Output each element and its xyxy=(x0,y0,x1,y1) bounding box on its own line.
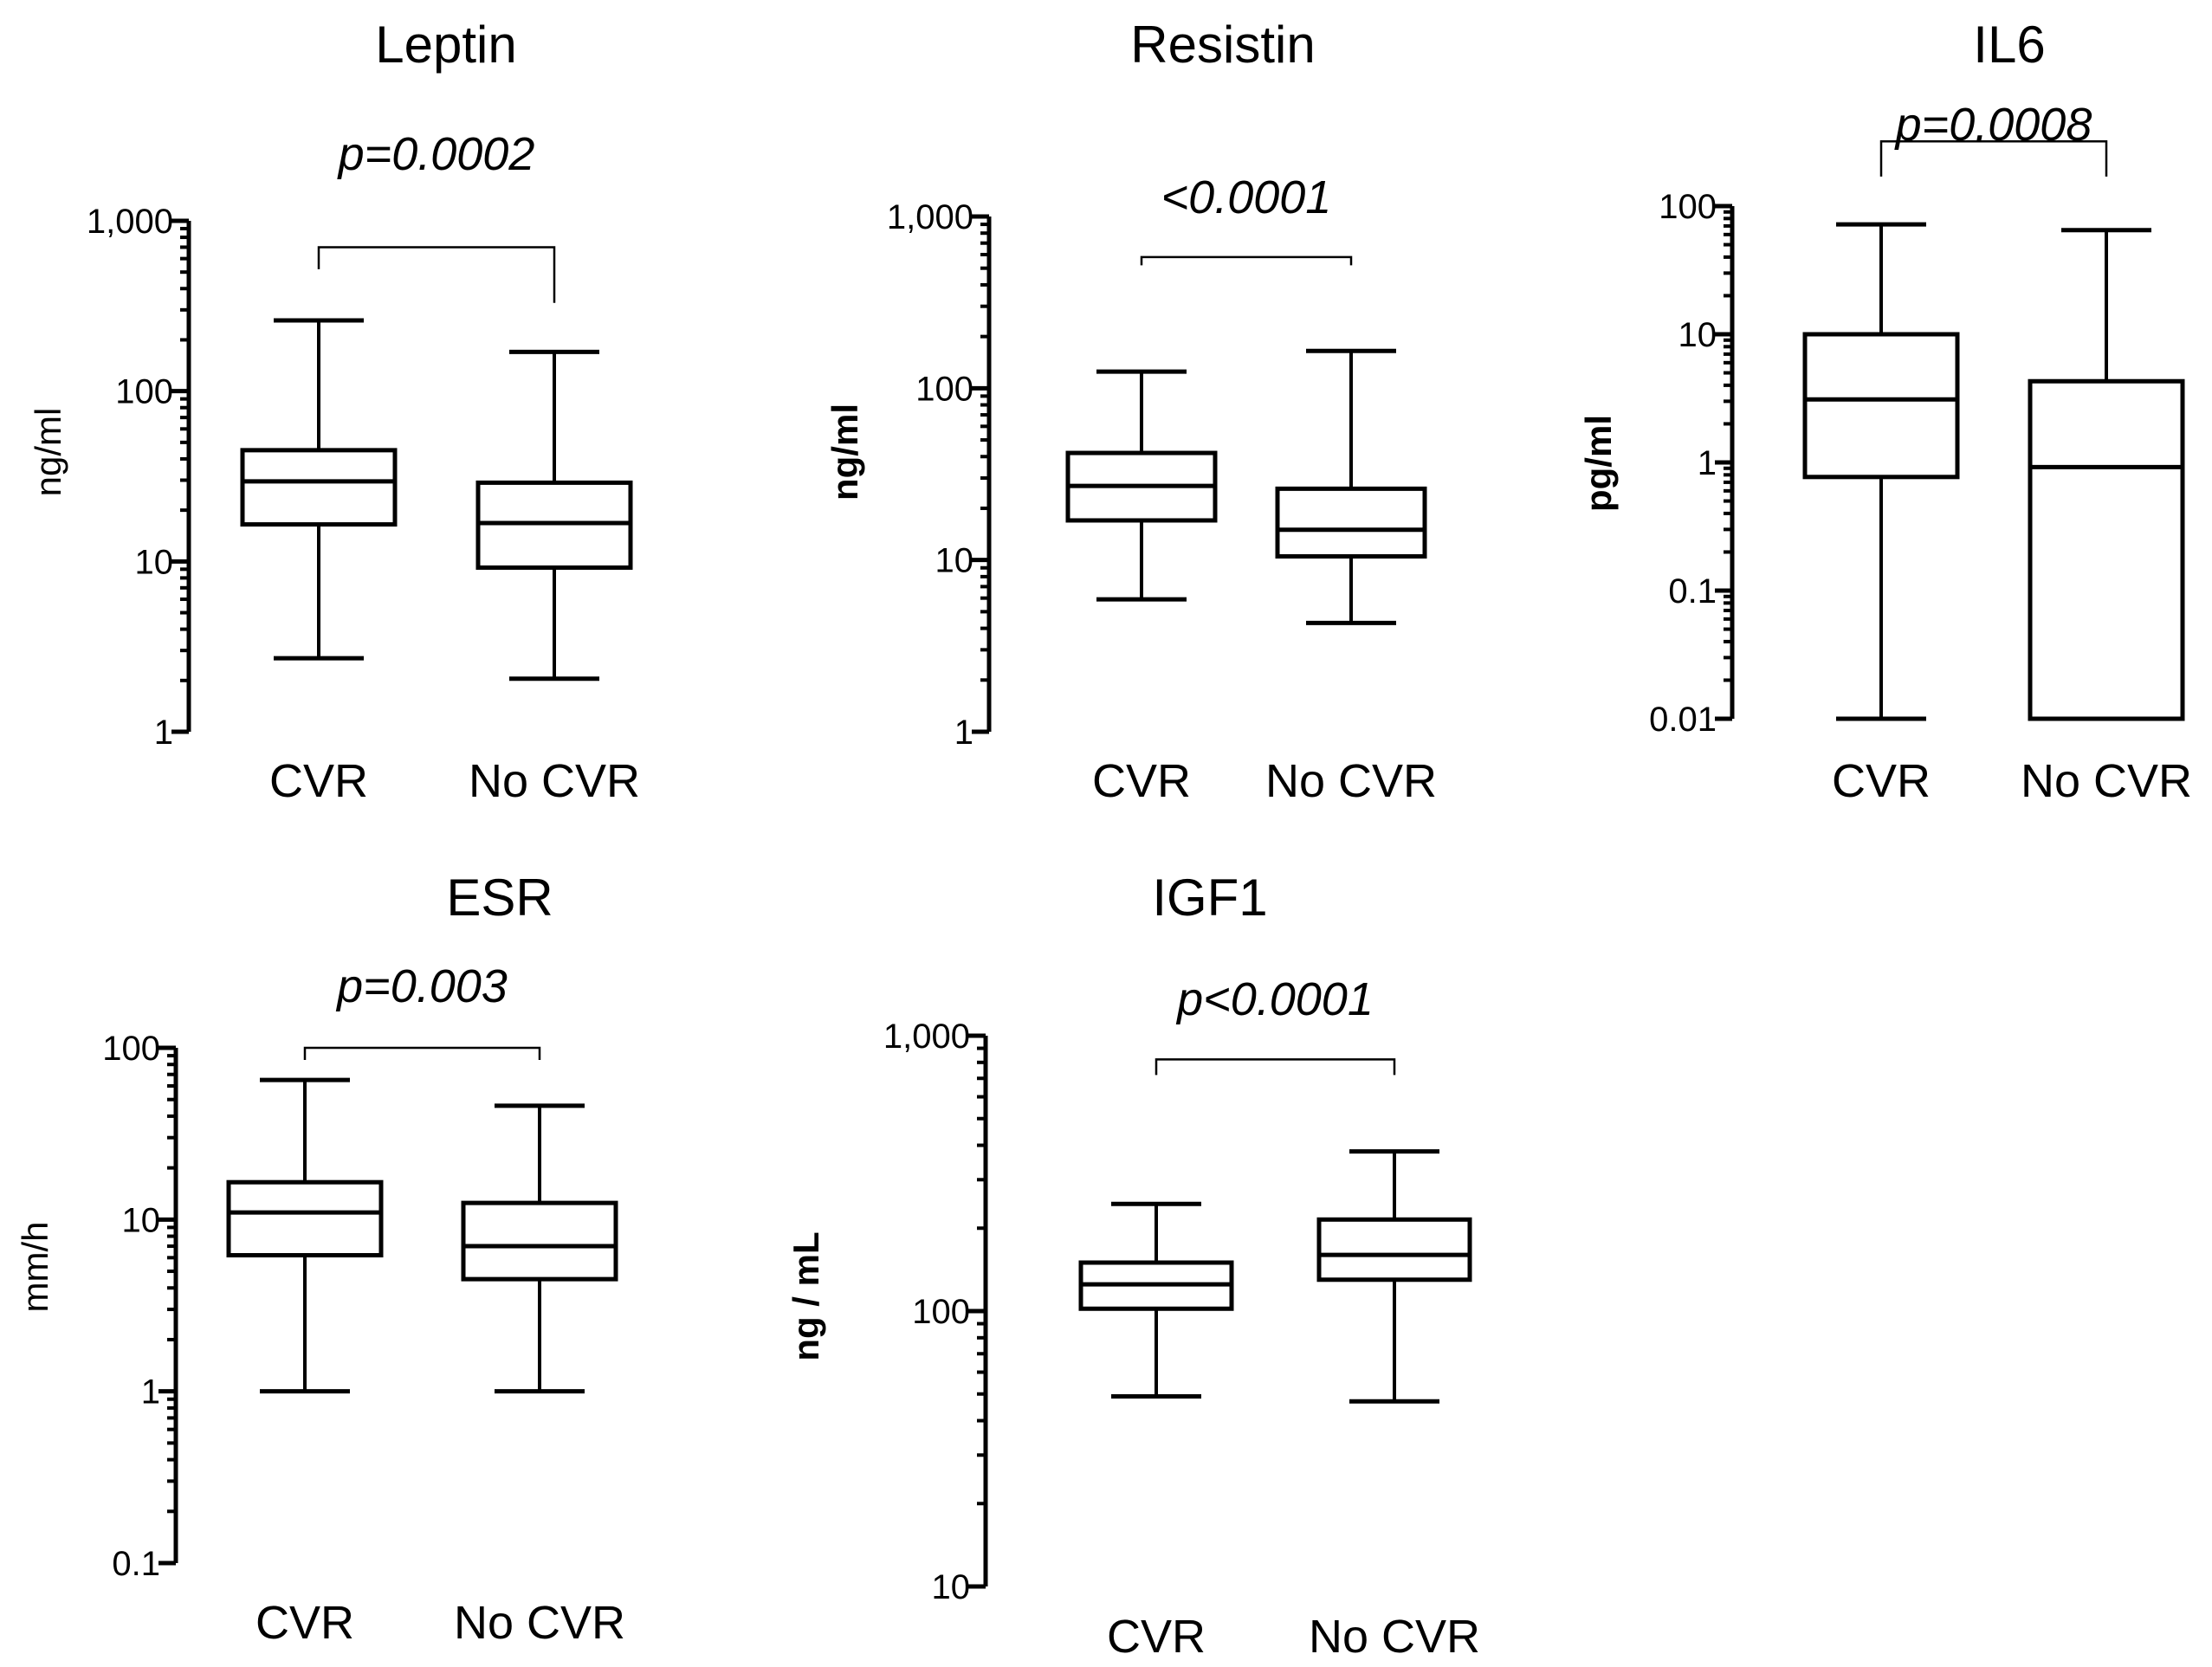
y-tick-label: 10 xyxy=(135,543,174,581)
y-tick-label: 10 xyxy=(1678,316,1717,354)
x-category-label: CVR xyxy=(255,1597,354,1649)
significance-bracket xyxy=(1155,1058,1396,1076)
y-axis-label: ng/ml xyxy=(28,408,68,497)
box-no-cvr xyxy=(461,1103,618,1394)
iqr-box xyxy=(1802,332,1960,480)
box-no-cvr xyxy=(475,349,633,682)
y-tick-label: 0.01 xyxy=(1649,701,1717,739)
box-cvr xyxy=(1078,1201,1234,1399)
box-cvr xyxy=(240,318,398,661)
x-category-label: CVR xyxy=(1832,755,1931,807)
y-tick-label: 100 xyxy=(912,1293,970,1331)
box-no-cvr xyxy=(2028,228,2185,721)
p-value-label: <0.0001 xyxy=(1161,171,1332,223)
y-tick-label: 10 xyxy=(122,1201,161,1239)
x-category-label: CVR xyxy=(1092,755,1191,807)
chart-title: IL6 xyxy=(1973,16,2045,74)
y-axis-label: pg/ml xyxy=(1578,415,1619,512)
significance-bracket xyxy=(303,1046,541,1060)
y-tick-label: 100 xyxy=(1659,188,1717,226)
x-category-label: No CVR xyxy=(2021,755,2192,807)
y-tick-label: 100 xyxy=(102,1030,160,1068)
y-tick-label: 1 xyxy=(954,714,973,752)
significance-bracket xyxy=(317,246,556,303)
panel-igf1: IGF1 10 100 1,000 ng / mL CVR No CVR p<0.0001 xyxy=(786,869,1480,1663)
iqr-box xyxy=(1275,486,1427,559)
iqr-box xyxy=(1316,1217,1472,1283)
y-tick-label: 1,000 xyxy=(887,198,973,236)
iqr-box xyxy=(2028,378,2185,721)
iqr-box xyxy=(240,448,398,527)
significance-bracket xyxy=(1140,255,1353,266)
x-category-label: No CVR xyxy=(1265,755,1437,807)
iqr-box xyxy=(226,1179,384,1258)
p-value-label: p=0.0008 xyxy=(1894,99,2092,151)
box-no-cvr xyxy=(1316,1149,1472,1404)
y-tick-label: 1 xyxy=(141,1373,160,1412)
y-axis-label: ng / mL xyxy=(786,1231,826,1360)
y-tick-label: 10 xyxy=(935,542,974,580)
iqr-box xyxy=(461,1200,618,1282)
x-category-label: No CVR xyxy=(469,755,640,807)
chart-title: Leptin xyxy=(375,16,516,74)
p-value-label: p=0.0002 xyxy=(337,128,535,180)
y-tick-label: 1,000 xyxy=(87,203,173,241)
y-tick-label: 0.1 xyxy=(1668,572,1717,611)
x-category-label: No CVR xyxy=(454,1597,625,1649)
y-tick-label: 1 xyxy=(154,714,173,752)
box-cvr xyxy=(1065,369,1218,602)
y-tick-label: 1 xyxy=(1698,444,1717,482)
box-cvr xyxy=(1802,222,1960,721)
y-tick-label: 1,000 xyxy=(883,1018,970,1056)
chart-title: Resistin xyxy=(1130,16,1315,74)
p-value-label: p<0.0001 xyxy=(1175,973,1374,1025)
y-tick-label: 0.1 xyxy=(112,1545,160,1583)
chart-title: IGF1 xyxy=(1152,869,1267,927)
y-tick-label: 10 xyxy=(932,1568,971,1606)
x-category-label: CVR xyxy=(269,755,368,807)
x-category-label: No CVR xyxy=(1309,1611,1480,1663)
box-no-cvr xyxy=(1275,348,1427,625)
y-axis-label: ng/ml xyxy=(825,404,865,501)
chart-title: ESR xyxy=(446,869,553,927)
y-axis-label: mm/h xyxy=(15,1222,55,1313)
y-tick-label: 100 xyxy=(915,370,973,408)
y-tick-label: 100 xyxy=(115,373,173,411)
x-category-label: CVR xyxy=(1107,1611,1206,1663)
p-value-label: p=0.003 xyxy=(335,960,508,1012)
significance-bracket xyxy=(1879,139,2108,177)
box-cvr xyxy=(226,1077,384,1394)
